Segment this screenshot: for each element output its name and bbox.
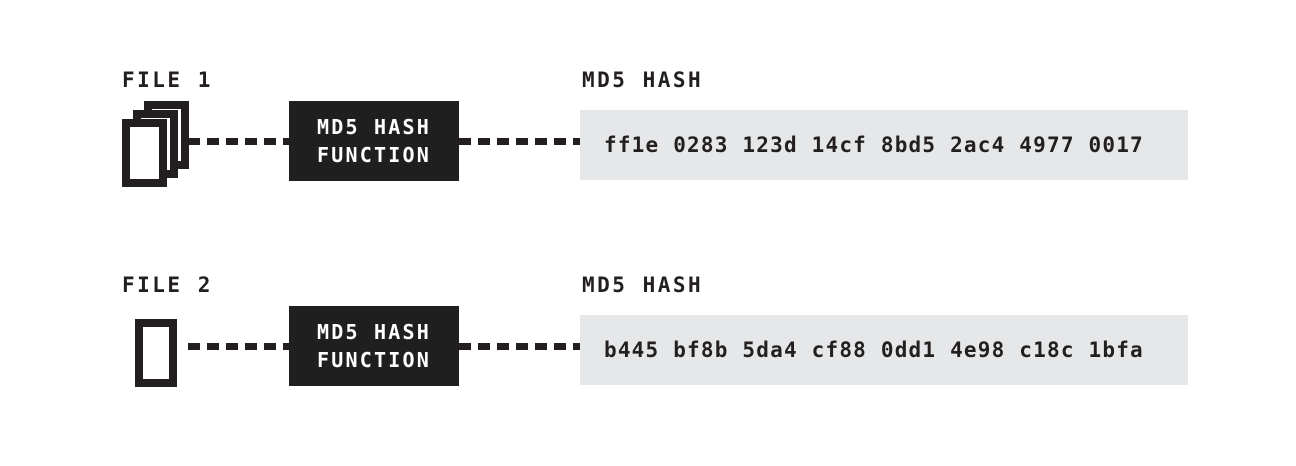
function-box-line-2: FUNCTION [317,143,431,167]
hash-2-label: MD5 HASH [582,273,704,297]
hash-value-box-1: ff1e 0283 123d 14cf 8bd5 2ac4 4977 0017 [580,110,1188,180]
document-sheet [135,319,177,387]
function-box-line-1: MD5 HASH [317,114,431,139]
hash-1-label: MD5 HASH [582,68,704,92]
connector-function-to-hash-1 [459,138,581,145]
file-1-label: FILE 1 [122,68,213,92]
md5-hash-function-box-2: MD5 HASH FUNCTION [289,306,459,386]
function-box-line-1: MD5 HASH [317,319,431,344]
md5-hash-function-box-1: MD5 HASH FUNCTION [289,101,459,181]
function-box-line-2: FUNCTION [317,348,431,372]
hash-value-2: b445 bf8b 5da4 cf88 0dd1 4e98 c18c 1bfa [604,338,1144,362]
document-sheet-front [122,119,167,187]
file-2-label: FILE 2 [122,273,213,297]
connector-function-to-hash-2 [459,343,581,350]
hash-value-box-2: b445 bf8b 5da4 cf88 0dd1 4e98 c18c 1bfa [580,315,1188,385]
connector-file-to-function-1 [188,138,292,145]
hash-value-1: ff1e 0283 123d 14cf 8bd5 2ac4 4977 0017 [604,133,1144,157]
stacked-documents-icon [122,101,202,187]
single-document-icon [122,306,202,388]
connector-file-to-function-2 [188,343,292,350]
